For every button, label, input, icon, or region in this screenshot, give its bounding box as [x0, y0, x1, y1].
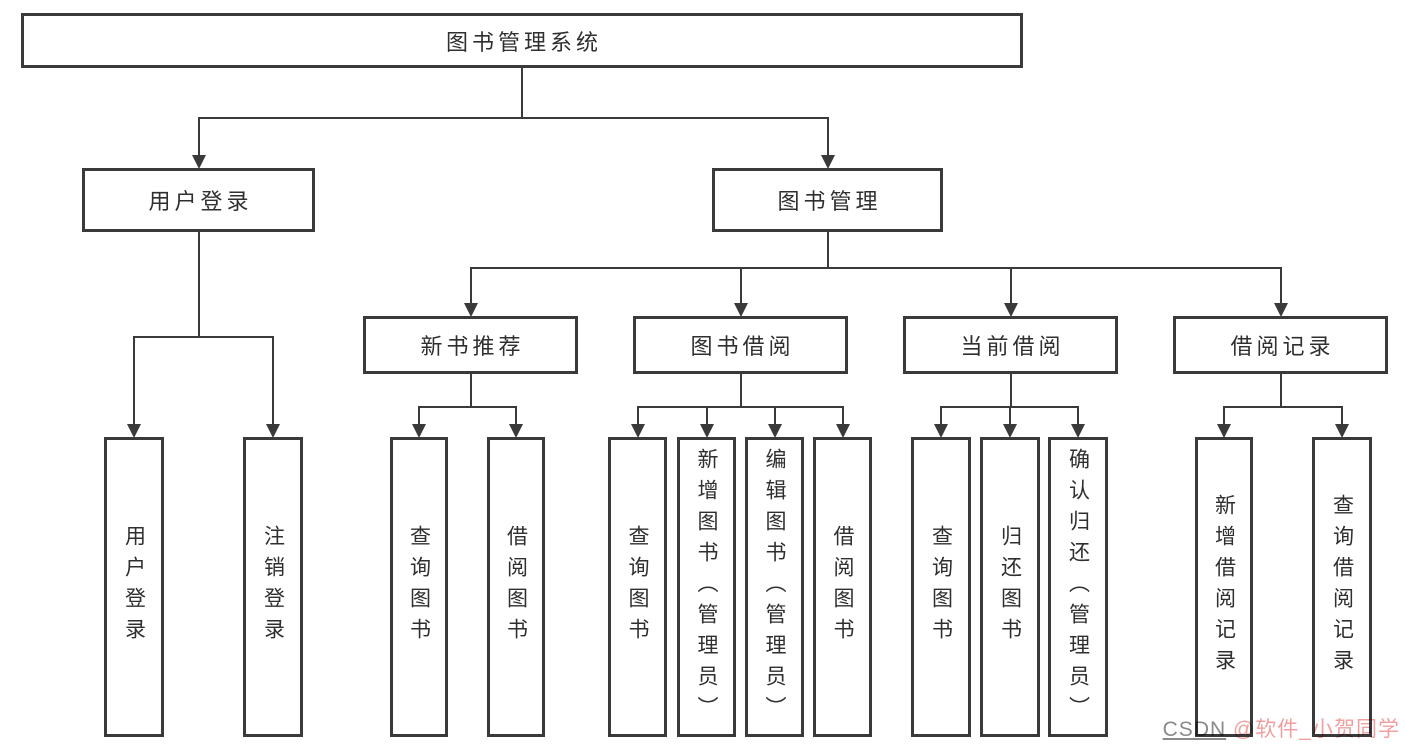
node-label: 注销登录 — [261, 525, 285, 649]
connector-line — [1077, 407, 1079, 427]
connector-line — [826, 232, 829, 268]
node-label: 借阅图书 — [831, 525, 854, 649]
arrowhead-down-icon — [1335, 424, 1349, 438]
connector-line — [705, 407, 708, 427]
arrowhead-down-icon — [509, 424, 523, 438]
node-label: 新书推荐 — [420, 334, 525, 359]
arrowhead-down-icon — [820, 155, 835, 169]
connector-line — [940, 407, 942, 427]
node-mgmt: 图书管理 — [712, 168, 943, 232]
node-login-user: 用户登录 — [104, 437, 164, 737]
node-label: 归还图书 — [998, 525, 1022, 649]
connector-line — [1279, 374, 1282, 407]
node-label: 用户登录 — [148, 189, 253, 214]
arrowhead-down-icon — [1217, 424, 1231, 438]
arrowhead-down-icon — [1273, 303, 1288, 317]
node-borrow-add: 新增图书（管理员） — [677, 437, 736, 737]
arrowhead-down-icon — [127, 424, 141, 438]
node-cur-query: 查询图书 — [911, 437, 971, 737]
connector-line — [1223, 406, 1343, 408]
arrowhead-down-icon — [1071, 424, 1085, 438]
connector-line — [418, 406, 517, 408]
node-label: 查询图书 — [626, 525, 649, 649]
connector-line — [469, 267, 1282, 269]
node-cur-return: 归还图书 — [980, 437, 1040, 737]
connector-line — [197, 232, 200, 337]
connector-line — [1009, 268, 1012, 306]
arrowhead-down-icon — [934, 424, 948, 438]
connector-line — [133, 336, 274, 338]
connector-line — [521, 68, 523, 118]
arrowhead-down-icon — [733, 303, 748, 317]
connector-line — [1279, 268, 1282, 306]
node-label: 图书借阅 — [690, 334, 795, 359]
connector-line — [133, 337, 135, 427]
node-borrow-query: 查询图书 — [608, 437, 667, 737]
node-borrow-borrow: 借阅图书 — [813, 437, 872, 737]
node-root: 图书管理系统 — [21, 13, 1023, 68]
node-label: 查询图书 — [929, 525, 953, 649]
node-recd-query: 查询借阅记录 — [1312, 437, 1372, 737]
node-label: 图书管理 — [777, 189, 882, 214]
node-label: 新增借阅记录 — [1212, 494, 1236, 680]
arrowhead-down-icon — [699, 424, 714, 438]
node-label: 借阅图书 — [504, 525, 528, 649]
arrowhead-down-icon — [630, 424, 645, 438]
node-login-logout: 注销登录 — [243, 437, 303, 737]
arrowhead-down-icon — [1003, 303, 1018, 317]
node-label: 借阅记录 — [1230, 334, 1335, 359]
connector-line — [272, 337, 274, 427]
node-borrow-edit: 编辑图书（管理员） — [745, 437, 804, 737]
node-login: 用户登录 — [82, 168, 315, 232]
node-label: 查询图书 — [407, 525, 431, 649]
arrowhead-down-icon — [266, 424, 280, 438]
node-label: 当前借阅 — [960, 334, 1065, 359]
connector-line — [739, 268, 742, 306]
node-label: 确认归还（管理员） — [1066, 447, 1090, 727]
node-rec: 新书推荐 — [363, 316, 578, 374]
watermark-user: @软件_小贺同学 — [1226, 718, 1400, 741]
node-records: 借阅记录 — [1173, 316, 1388, 374]
watermark-brand: CSDN — [1162, 718, 1227, 741]
arrowhead-down-icon — [1003, 424, 1017, 438]
connector-line — [739, 374, 742, 407]
node-rec-query: 查询图书 — [390, 437, 448, 737]
connector-line — [773, 407, 776, 427]
arrowhead-down-icon — [767, 424, 782, 438]
connector-line — [1341, 407, 1343, 427]
node-rec-borrow: 借阅图书 — [487, 437, 545, 737]
arrowhead-down-icon — [412, 424, 426, 438]
connector-line — [826, 118, 829, 158]
connector-line — [1009, 374, 1012, 407]
node-label: 用户登录 — [122, 525, 146, 649]
connector-line — [515, 407, 517, 427]
watermark: CSDN @软件_小贺同学 — [1163, 713, 1400, 743]
connector-line — [469, 374, 472, 407]
connector-line — [197, 118, 200, 158]
node-label: 查询借阅记录 — [1330, 494, 1354, 680]
connector-line — [636, 406, 844, 408]
node-cur-confirm: 确认归还（管理员） — [1048, 437, 1108, 737]
arrowhead-down-icon — [835, 424, 850, 438]
connector-line — [469, 268, 472, 306]
connector-line — [841, 407, 844, 427]
connector-line — [636, 407, 639, 427]
node-label: 编辑图书（管理员） — [763, 447, 786, 727]
node-label: 新增图书（管理员） — [695, 447, 718, 727]
connector-line — [197, 117, 829, 119]
node-label: 图书管理系统 — [445, 29, 602, 55]
node-borrow: 图书借阅 — [633, 316, 848, 374]
node-recd-add: 新增借阅记录 — [1195, 437, 1253, 737]
arrowhead-down-icon — [191, 155, 206, 169]
connector-line — [418, 407, 420, 427]
connector-line — [1223, 407, 1225, 427]
arrowhead-down-icon — [463, 303, 478, 317]
connector-line — [1009, 407, 1011, 427]
node-current: 当前借阅 — [903, 316, 1118, 374]
